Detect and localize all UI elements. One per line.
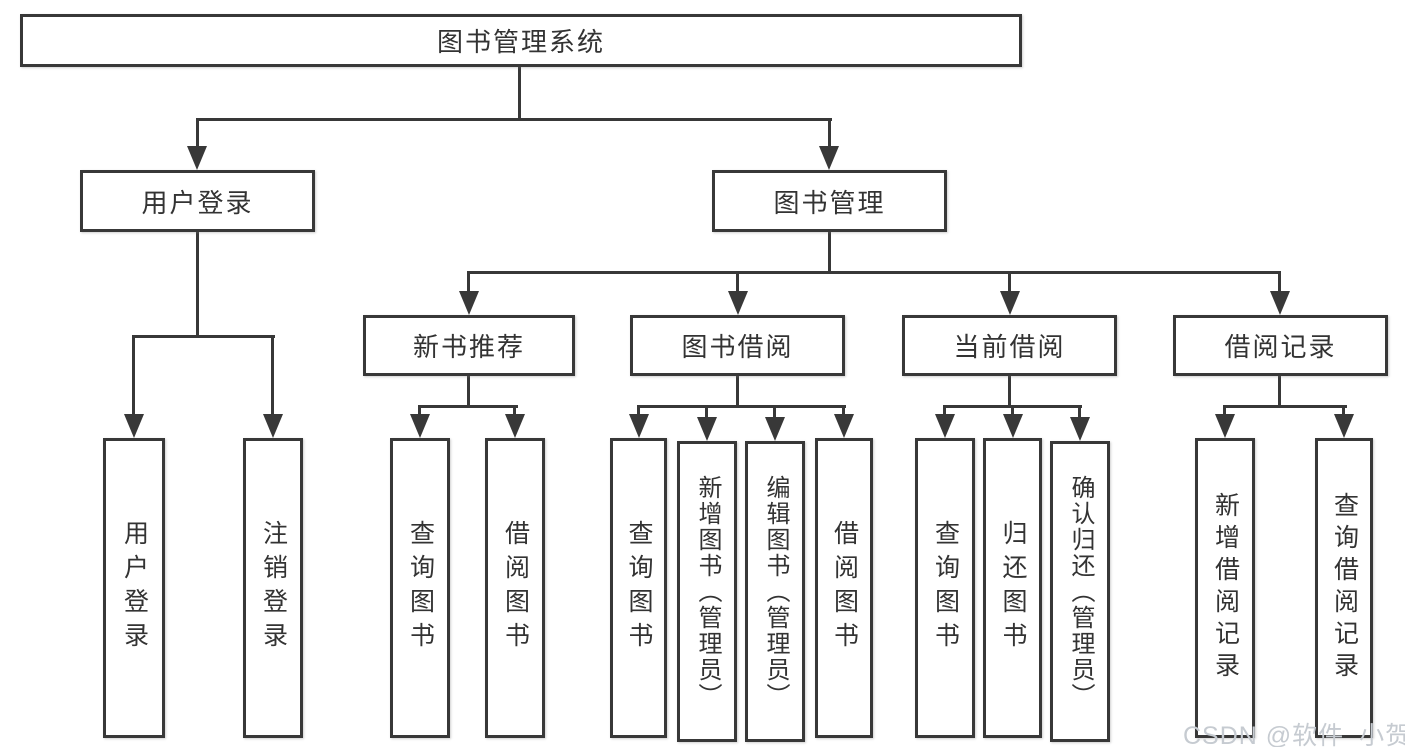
connector-arrow-icon [263, 414, 283, 438]
node-label: 图书管理系统 [436, 27, 605, 57]
connector-arrow-icon [505, 414, 525, 438]
connector-line [1278, 376, 1281, 407]
node-borrow-records: 借阅记录 [1173, 315, 1388, 376]
connector-arrow-icon [697, 417, 717, 441]
leaf-logout: 注销登录 [243, 438, 303, 738]
connector-arrow-icon [819, 146, 839, 170]
connector-line [1078, 405, 1081, 417]
leaf-return-books: 归还图书 [983, 438, 1042, 738]
connector-arrow-icon [124, 414, 144, 438]
connector-line [828, 232, 831, 274]
connector-arrow-icon [1070, 417, 1090, 441]
connector-arrow-icon [1215, 414, 1235, 438]
connector-line [1223, 405, 1226, 417]
connector-line [736, 271, 739, 293]
connector-line [196, 118, 832, 121]
connector-line [132, 335, 275, 338]
connector-arrow-icon [187, 146, 207, 170]
connector-arrow-icon [1334, 414, 1354, 438]
node-label: 图书管理 [773, 187, 886, 218]
node-book-management: 图书管理 [712, 170, 947, 232]
node-user-login: 用户登录 [80, 170, 315, 232]
node-label: 新增借阅记录 [1211, 492, 1240, 684]
connector-arrow-icon [459, 291, 479, 315]
node-label: 借阅记录 [1224, 332, 1337, 362]
leaf-query-books-recommend: 查询图书 [390, 438, 450, 738]
connector-line [132, 335, 135, 417]
node-current-borrow: 当前借阅 [902, 315, 1117, 376]
connector-line [1342, 405, 1345, 417]
connector-line [705, 405, 708, 417]
node-label: 借阅图书 [830, 520, 859, 656]
connector-arrow-icon [1003, 414, 1023, 438]
leaf-add-borrow-record: 新增借阅记录 [1195, 438, 1255, 738]
node-label: 新增图书（管理员） [694, 474, 721, 709]
connector-line [196, 232, 199, 337]
connector-line [467, 271, 470, 293]
connector-line [736, 376, 739, 407]
connector-line [1278, 271, 1281, 293]
node-label: 编辑图书（管理员） [762, 474, 789, 709]
connector-line [513, 405, 516, 417]
connector-line [1011, 405, 1014, 417]
node-label: 查询图书 [931, 520, 960, 656]
node-label: 查询图书 [625, 520, 653, 656]
connector-line [518, 66, 521, 118]
connector-arrow-icon [410, 414, 430, 438]
node-label: 用户登录 [120, 520, 149, 656]
node-label: 新书推荐 [412, 332, 525, 362]
node-label: 注销登录 [259, 520, 288, 656]
connector-line [773, 405, 776, 417]
node-label: 确认归还（管理员） [1067, 474, 1094, 709]
leaf-borrow-books-recommend: 借阅图书 [485, 438, 545, 738]
connector-line [1008, 376, 1011, 407]
connector-line [196, 118, 199, 148]
node-library-management-system: 图书管理系统 [20, 14, 1022, 67]
connector-line [418, 405, 518, 408]
node-label: 查询借阅记录 [1330, 492, 1359, 684]
connector-line [418, 405, 421, 417]
node-label: 借阅图书 [501, 520, 530, 656]
connector-arrow-icon [629, 414, 649, 438]
connector-arrow-icon [728, 291, 748, 315]
connector-line [637, 405, 640, 417]
connector-line [637, 405, 846, 408]
connector-line [1008, 271, 1011, 293]
leaf-confirm-return-admin: 确认归还（管理员） [1050, 441, 1110, 742]
connector-line [271, 335, 274, 417]
leaf-edit-book-admin: 编辑图书（管理员） [745, 441, 805, 742]
connector-line [842, 405, 845, 417]
node-label: 图书借阅 [681, 332, 794, 362]
leaf-query-books-borrow: 查询图书 [610, 438, 667, 738]
connector-arrow-icon [1270, 291, 1290, 315]
connector-arrow-icon [834, 414, 854, 438]
leaf-borrow-books: 借阅图书 [815, 438, 873, 738]
connector-arrow-icon [1000, 291, 1020, 315]
node-book-borrow: 图书借阅 [630, 315, 845, 376]
connector-arrow-icon [765, 417, 785, 441]
leaf-query-books-current: 查询图书 [915, 438, 975, 738]
node-new-book-recommend: 新书推荐 [363, 315, 575, 376]
leaf-query-borrow-record: 查询借阅记录 [1315, 438, 1373, 738]
connector-line [1223, 405, 1347, 408]
connector-line [828, 118, 831, 148]
connector-arrow-icon [935, 414, 955, 438]
node-label: 查询图书 [406, 520, 435, 656]
leaf-add-book-admin: 新增图书（管理员） [677, 441, 737, 742]
node-label: 当前借阅 [953, 332, 1066, 362]
connector-line [467, 271, 1281, 274]
connector-line [467, 376, 470, 407]
node-label: 归还图书 [999, 520, 1027, 656]
leaf-user-login: 用户登录 [103, 438, 165, 738]
watermark: CSDN @软件_小贺同学 [1183, 722, 1405, 747]
node-label: 用户登录 [141, 187, 254, 218]
connector-line [943, 405, 946, 417]
